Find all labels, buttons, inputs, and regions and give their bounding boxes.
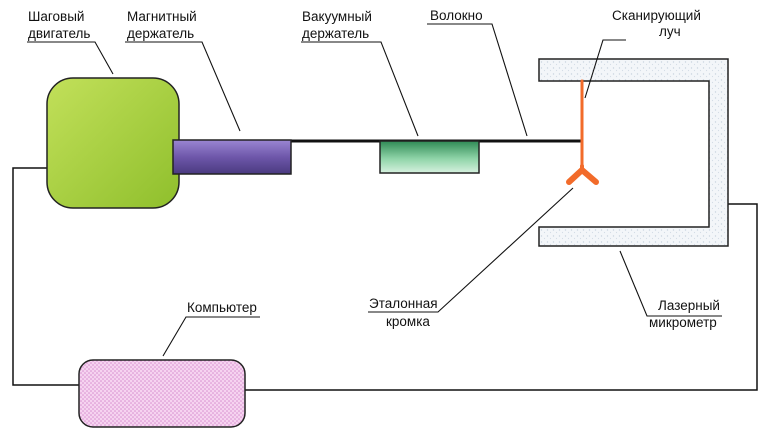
leader-vacuum [301,41,419,137]
magnetic-holder-block [172,139,292,175]
label-fiber: Волокно [430,8,483,23]
leader-computer [162,316,260,357]
leader-edge [368,187,574,313]
computer-block [78,359,246,428]
reference-edge [566,164,599,185]
label-micrometer-2: микрометр [649,315,717,330]
label-micrometer-1: Лазерный [658,298,720,313]
label-beam-1: Сканирующий [612,8,701,23]
wire-computer-to-micrometer [245,203,758,391]
leader-fiber [427,23,528,137]
wire-stepper-to-computer [12,167,79,386]
stepper-motor-block [46,77,180,209]
label-beam-2: луч [659,24,681,39]
leader-micrometer [619,250,722,317]
label-magnetic-1: Магнитный [127,9,197,24]
label-stepper-2: двигатель [28,26,90,41]
wiring [12,167,758,391]
leader-magnetic [125,41,241,132]
labels: Шаговый двигатель Магнитный держатель Ва… [28,8,720,330]
label-vacuum-1: Вакуумный [302,9,372,24]
vacuum-holder-block [379,140,480,174]
label-magnetic-2: держатель [127,26,194,41]
label-stepper-1: Шаговый [28,9,84,24]
laser-micrometer-frame [538,58,729,247]
leader-stepper [27,41,114,75]
label-vacuum-2: держатель [302,26,369,41]
label-edge-2: кромка [386,314,430,329]
label-edge-1: Эталонная [369,296,438,311]
leader-beam [584,39,626,99]
label-computer: Компьютер [187,300,257,315]
leader-lines [27,23,722,357]
